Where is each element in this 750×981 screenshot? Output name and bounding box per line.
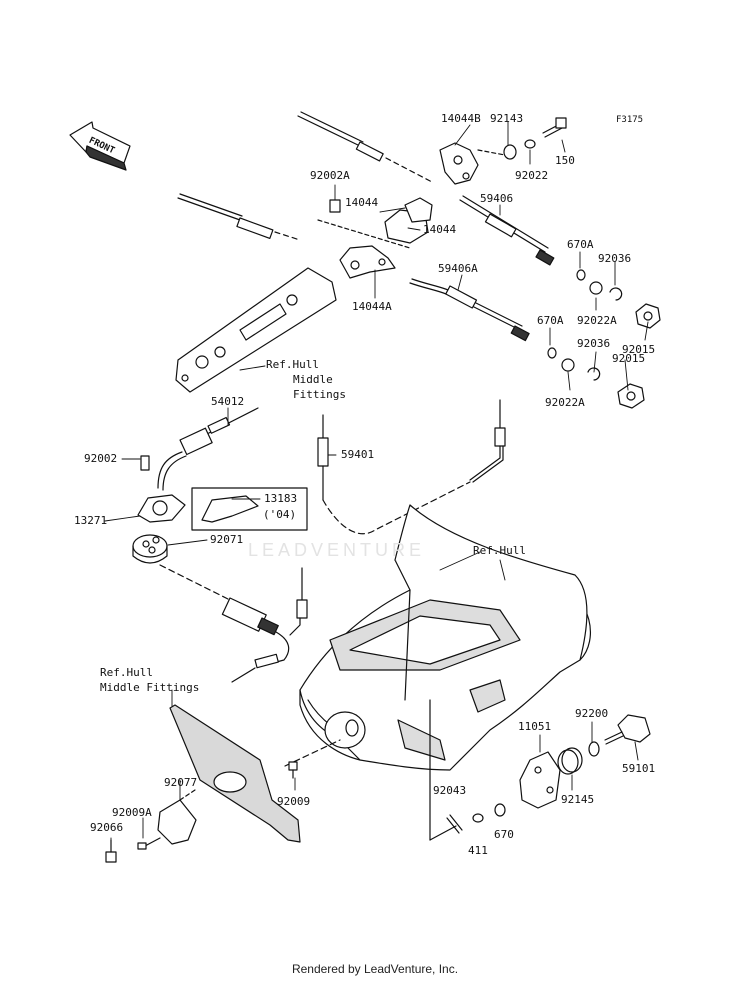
part-92036-1[interactable]: 92036 bbox=[598, 252, 632, 265]
part-59101[interactable]: 59101 bbox=[622, 762, 656, 775]
part-92043[interactable]: 92043 bbox=[433, 784, 467, 797]
part-92002A[interactable]: 92002A bbox=[310, 169, 350, 182]
cable-59406 bbox=[297, 111, 555, 266]
part-92145[interactable]: 92145 bbox=[561, 793, 595, 806]
ref-hull-middle-fittings-1: Ref.Hull bbox=[266, 358, 319, 371]
part-14044B[interactable]: 14044B bbox=[441, 112, 481, 125]
gasket-13271 bbox=[132, 487, 308, 601]
watermark: LEADVENTURE bbox=[248, 540, 426, 560]
figure-code: F3175 bbox=[616, 115, 644, 125]
part-14044A[interactable]: 14044A bbox=[352, 300, 392, 313]
part-59406A[interactable]: 59406A bbox=[438, 262, 478, 275]
leader-lines bbox=[104, 121, 649, 841]
cable-54012 bbox=[140, 407, 259, 491]
cap-92077 bbox=[105, 739, 341, 863]
part-59401[interactable]: 59401 bbox=[341, 448, 375, 461]
part-92022A-2[interactable]: 92022A bbox=[545, 396, 585, 409]
mounting-plate bbox=[175, 267, 337, 393]
hull-body bbox=[299, 504, 591, 771]
part-13183[interactable]: 13183 bbox=[264, 492, 298, 505]
part-92071[interactable]: 92071 bbox=[210, 533, 244, 546]
part-11051[interactable]: 11051 bbox=[518, 720, 552, 733]
part-92015-2[interactable]: 92015 bbox=[612, 352, 646, 365]
part-92077[interactable]: 92077 bbox=[164, 776, 198, 789]
footer-credit: Rendered by LeadVenture, Inc. bbox=[291, 962, 459, 976]
part-54012[interactable]: 54012 bbox=[211, 395, 245, 408]
hardware-right bbox=[547, 269, 661, 409]
ref-hull-middle-fittings-2: Middle bbox=[293, 373, 333, 386]
part-150[interactable]: 150 bbox=[555, 154, 575, 167]
part-14044-b[interactable]: 14044 bbox=[423, 223, 457, 236]
part-670A-1[interactable]: 670A bbox=[567, 238, 594, 251]
part-14044-a[interactable]: 14044 bbox=[345, 196, 379, 209]
left-panel bbox=[169, 704, 301, 843]
part-92022A-1[interactable]: 92022A bbox=[577, 314, 617, 327]
part-92009A[interactable]: 92009A bbox=[112, 806, 152, 819]
part-13271[interactable]: 13271 bbox=[74, 514, 108, 527]
part-670A-2[interactable]: 670A bbox=[537, 314, 564, 327]
cable-lower-throttle bbox=[221, 567, 308, 683]
drain-parts bbox=[429, 699, 651, 841]
part-411[interactable]: 411 bbox=[468, 844, 488, 857]
part-92022[interactable]: 92022 bbox=[515, 169, 549, 182]
ref-hull: Ref.Hull bbox=[473, 544, 526, 557]
bracket-14044B bbox=[439, 117, 567, 185]
cable-59401 bbox=[317, 399, 506, 535]
bracket-14044A bbox=[317, 197, 433, 279]
part-92002[interactable]: 92002 bbox=[84, 452, 118, 465]
part-92009[interactable]: 92009 bbox=[277, 795, 311, 808]
part-13183-note: ('04) bbox=[263, 508, 297, 521]
part-92036-2[interactable]: 92036 bbox=[577, 337, 611, 350]
ref-hull-middle-fittings-b2: Middle Fittings bbox=[100, 681, 200, 694]
part-59406[interactable]: 59406 bbox=[480, 192, 514, 205]
part-92200[interactable]: 92200 bbox=[575, 707, 609, 720]
ref-hull-middle-fittings-3: Fittings bbox=[293, 388, 346, 401]
part-92066[interactable]: 92066 bbox=[90, 821, 124, 834]
ref-hull-middle-fittings-b1: Ref.Hull bbox=[100, 666, 153, 679]
cable-59406A bbox=[177, 193, 530, 342]
part-92143[interactable]: 92143 bbox=[490, 112, 524, 125]
front-arrow-icon bbox=[69, 121, 131, 171]
part-92015-1[interactable]: 92015 bbox=[622, 343, 656, 356]
part-670[interactable]: 670 bbox=[494, 828, 514, 841]
